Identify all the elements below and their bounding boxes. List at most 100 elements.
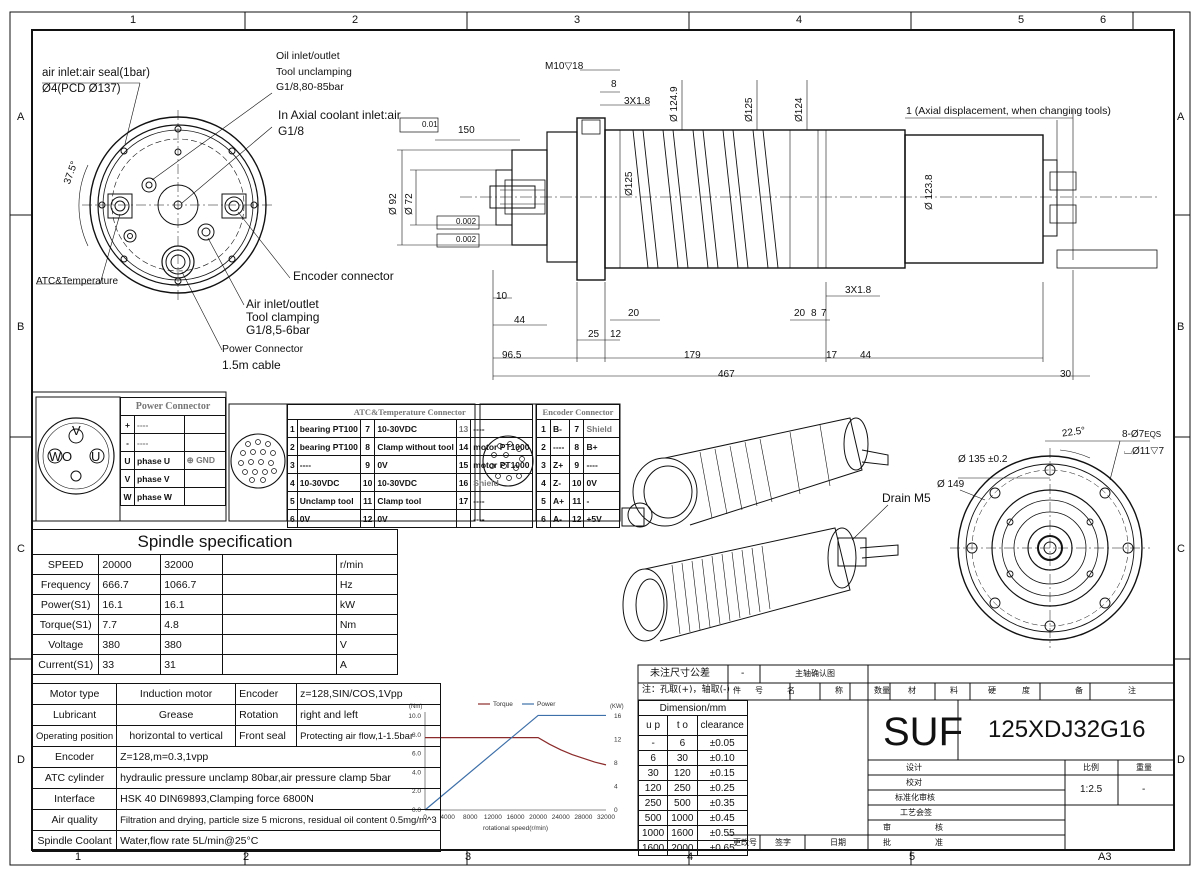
spec-title: Spindle specification [32,529,398,555]
series-line-torque [425,737,607,766]
title-block-lines [637,664,1175,851]
tb-col-6: 料 [950,686,958,695]
dim-chamfer-1: 3X1.8 [624,96,651,107]
dim-8: 8 [611,79,617,90]
tb-col-0: 件 [733,686,741,695]
coolant-label-2: G1/8 [278,124,305,138]
col-2-bottom: 2 [243,851,250,863]
brand-logo: SUF [883,710,963,754]
table-row: Motor type Induction motor Encoder z=128… [31,683,441,705]
isometric-top [621,417,889,528]
front-pcd: Ø 135 ±0.2 [958,454,1008,465]
dim-10: 10 [496,291,508,302]
tb-rev: 更改号 [733,838,757,847]
tb-weight-k: 重量 [1136,763,1152,772]
ground-icon: ⊕ [186,455,194,465]
oil-label-3: G1/8,80-85bar [276,81,344,93]
table-row: -6±0.05 [637,735,748,751]
tb-std: 标准化审核 [895,793,935,802]
x-axis-label: rotational speed(r/min) [483,825,548,832]
tb-check: 校对 [906,778,922,787]
dim-d1238: Ø 123.8 [924,174,935,210]
x-tick-label: 4000 [440,814,455,821]
pc-face-v: V [72,423,81,438]
sheet-size: A3 [1098,851,1112,863]
dim-20-a: 20 [628,308,640,319]
dim-chamfer-2: 3X1.8 [845,285,872,296]
col-4-top: 4 [796,14,803,26]
atc-label: ATC&Temperature [36,276,119,287]
isometric-bottom [622,504,899,642]
tb-col-5: 材 [908,686,916,695]
dim-d125b: Ø125 [624,171,635,196]
front-view [950,440,1150,648]
tb-col-7: 硬 [988,686,996,695]
side-view [397,69,1160,380]
x-tick-label: 24000 [552,814,570,821]
dim-25: 25 [588,329,600,340]
front-cbore: ⌴Ø11▽7 [1124,446,1165,457]
tb-approve2: 准 [935,838,943,847]
col-5-top: 5 [1018,14,1025,26]
y-tick-label-right: 12 [614,737,622,744]
tb-review: 审 [883,823,891,832]
table-row: Operating position horizontal to vertica… [31,725,441,747]
tb-approve: 批 [883,838,891,847]
dim-d1249: Ø 124.9 [669,86,680,122]
row-b-left: B [17,321,25,333]
air-inlet-label: air inlet:air seal(1bar) [42,67,151,79]
x-tick-label: 32000 [597,814,615,821]
table-row: +---- [120,415,227,434]
x-tick-label: 16000 [506,814,524,821]
encoder-label: Encoder connector [293,269,394,283]
dim-96-5: 96.5 [502,350,522,361]
tol-002-a: 0.002 [456,217,477,226]
air-io-label-3: G1/8,5-6bar [246,323,311,337]
legend-label-power: Power [537,701,556,708]
y-tick-label-right: 16 [614,713,622,720]
tb-col-1: 号 [755,686,763,695]
dim-17: 17 [826,350,838,361]
col-3-bottom: 3 [465,851,472,863]
table-row: ----- [120,433,227,452]
tb-col-2: 名 [787,686,795,695]
tb-date: 日期 [830,838,846,847]
front-holes: 8-Ø7EQS [1122,429,1162,440]
tb-scale-k: 比例 [1083,763,1099,772]
x-tick-label: 20000 [529,814,547,821]
coolant-label-1: In Axial coolant inlet:air [278,108,401,122]
axial-note: 1 (Axial displacement, when changing too… [906,105,1111,117]
tb-col-4: 数量 [874,686,890,695]
tb-scale-v: 1:2.5 [1080,784,1103,795]
drain-label: Drain M5 [882,491,931,505]
dim-150: 150 [458,125,475,136]
col-2-top: 2 [352,14,359,26]
air-inlet-pcd: Ø4(PCD Ø137) [42,83,121,95]
oil-label-1: Oil inlet/outlet [276,50,340,62]
y-axis-label-right: (KW) [610,704,624,710]
x-tick-label: 28000 [574,814,592,821]
row-d-left: D [17,754,25,766]
